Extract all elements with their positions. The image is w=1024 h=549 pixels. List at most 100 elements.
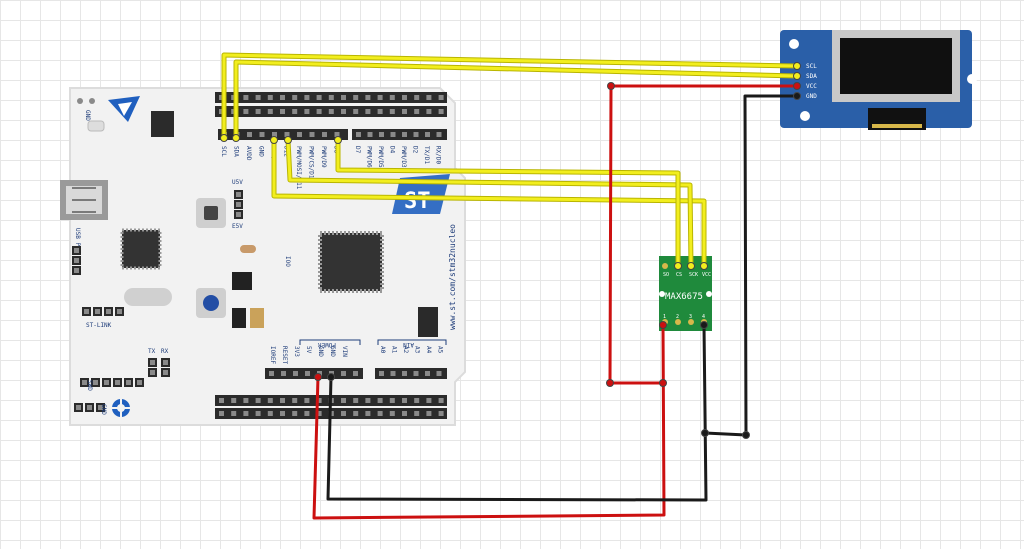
pin-label: D2 xyxy=(412,146,419,154)
eeprom-chip xyxy=(151,111,174,137)
header-pin xyxy=(255,411,261,416)
header-pin xyxy=(426,411,432,416)
power-pin xyxy=(353,371,358,376)
sda-wire xyxy=(234,60,798,138)
jumper-pin-contact xyxy=(106,309,111,314)
wire-joint xyxy=(793,72,801,80)
pin-label: PWM/D5 xyxy=(377,146,384,168)
header-pin xyxy=(365,411,371,416)
pin-label: A1 xyxy=(391,346,398,354)
jumper-pin-contact xyxy=(104,380,109,385)
arduino-pin xyxy=(356,132,361,137)
pin-label: SDA xyxy=(233,146,240,157)
gnd-label-top: GND xyxy=(84,110,91,121)
pin-label: D4 xyxy=(389,146,396,154)
header-pin xyxy=(402,411,407,416)
power-pin xyxy=(293,371,298,376)
jumper-pin-contact xyxy=(150,360,155,365)
power-pin xyxy=(269,371,274,376)
jumper-pin-contact xyxy=(236,212,241,217)
pin-label: PWM/D3 xyxy=(400,146,407,168)
header-pin xyxy=(255,95,261,100)
jumper-pin-contact xyxy=(95,309,100,314)
cap-tan xyxy=(250,308,264,328)
pin-label: IOREF xyxy=(269,346,276,364)
tx-label: TX xyxy=(148,348,156,355)
header-pin xyxy=(389,411,395,416)
mount-hole xyxy=(77,98,83,104)
header-pin xyxy=(365,109,371,114)
pin-label: 5V xyxy=(305,346,312,354)
rx-label: RX xyxy=(161,348,169,355)
power-pin xyxy=(341,371,346,376)
pin-label: GND xyxy=(329,346,336,357)
u5v-label: U5V xyxy=(232,179,243,186)
main-mcu-chip xyxy=(318,231,384,293)
jumper-pin-contact xyxy=(236,202,241,207)
pin-label: TX/D1 xyxy=(423,146,430,164)
header-pin xyxy=(341,109,346,114)
arduino-pin xyxy=(436,132,442,137)
header-pin xyxy=(316,398,322,403)
usb-pwr-label: USB PWR xyxy=(74,228,81,254)
wire-joint xyxy=(793,92,801,100)
sensor-pin-label: SO xyxy=(663,272,669,278)
header-pin xyxy=(231,411,237,416)
header-pin xyxy=(377,109,383,114)
sensor-pin-label: VCC xyxy=(702,272,711,278)
power-pin xyxy=(281,371,286,376)
pin-label: AVDD xyxy=(245,146,252,161)
jumper-pin-contact xyxy=(74,268,79,273)
power-header xyxy=(265,368,363,379)
header-pin xyxy=(377,95,383,100)
jumper-pin-contact xyxy=(126,380,131,385)
sensor-pin-label: 1 xyxy=(663,314,666,320)
jumper-pin-contact xyxy=(84,309,89,314)
pin-label: PWM/MOSI/D11 xyxy=(295,146,302,190)
pin-label: D12 xyxy=(283,146,290,157)
header-pin xyxy=(438,95,444,100)
oled-pin-label: SDA xyxy=(806,73,817,80)
header-pin xyxy=(280,398,285,403)
wire-joint xyxy=(270,136,278,144)
analog-header xyxy=(375,368,447,379)
wires xyxy=(220,52,801,520)
jumper-pin-contact xyxy=(87,405,92,410)
power-group-bracket xyxy=(299,339,361,345)
header-pin xyxy=(426,109,432,114)
header-pin xyxy=(280,411,285,416)
arduino-pin xyxy=(272,132,277,137)
wire-joint xyxy=(674,262,682,270)
crystal xyxy=(124,288,172,306)
jumper-pin-contact xyxy=(150,370,155,375)
analog-pin xyxy=(425,371,430,376)
pin-label: D7 xyxy=(354,146,361,154)
jumper-pin-contact xyxy=(163,370,168,375)
sensor-pin xyxy=(675,319,681,325)
gnd-wire-oled xyxy=(704,94,797,437)
header-pin xyxy=(219,411,224,416)
wire-joint xyxy=(700,321,708,329)
regulator xyxy=(232,272,252,290)
arduino-pin xyxy=(367,132,373,137)
pin-label: A3 xyxy=(414,346,421,354)
header-pin xyxy=(438,398,444,403)
reset-button-icon xyxy=(196,198,226,228)
oled-pin-label: VCC xyxy=(806,83,817,90)
header-pin xyxy=(414,398,420,403)
header-pin xyxy=(243,411,249,416)
header-pin xyxy=(292,95,298,100)
header-pin xyxy=(389,95,395,100)
arduino-header-left xyxy=(218,129,348,140)
header-pin xyxy=(292,109,298,114)
wire-joint xyxy=(327,373,335,381)
st-snowflake-icon xyxy=(112,399,130,417)
header-pin xyxy=(267,398,273,403)
wire-joint xyxy=(607,82,615,90)
jumper-pin-contact xyxy=(98,405,103,410)
jumper-pin-contact xyxy=(93,380,98,385)
wire-joint xyxy=(700,262,708,270)
sck-wire xyxy=(272,140,706,266)
arduino-pin xyxy=(390,132,396,137)
